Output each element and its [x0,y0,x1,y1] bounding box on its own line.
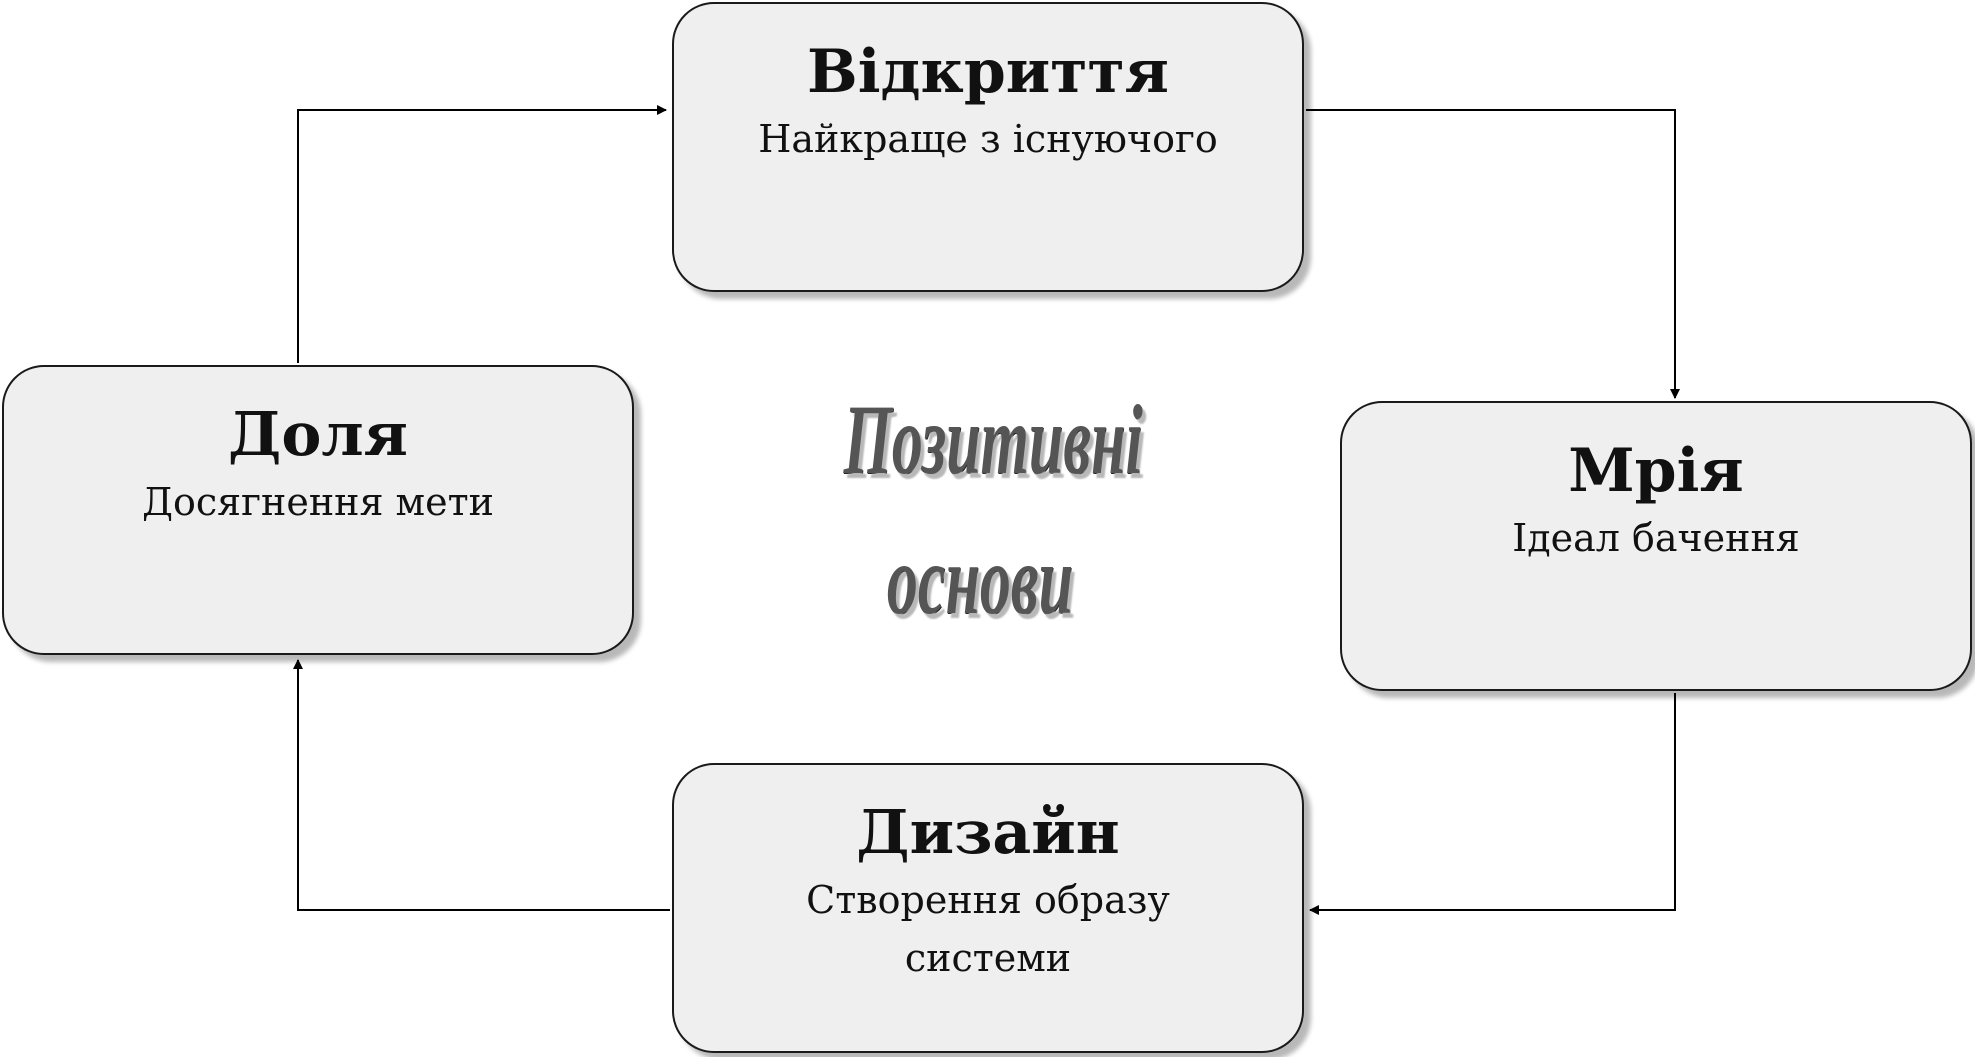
node-mriia: Мрія Ідеал бачення [1340,401,1972,691]
node-subtitle-line-1: Створення образу [806,878,1170,922]
center-label-line-2: основи [886,524,1074,635]
node-subtitle: Найкраще з існуючого [758,117,1218,161]
node-title: Доля [228,400,408,470]
node-dyzain: Дизайн Створення образу системи [672,763,1304,1053]
center-label-line-1: Позитивні [843,384,1143,495]
arrow-vidkryttia-to-mriia [1306,109,1680,399]
center-label: Позитивні основи [843,370,1143,650]
node-title: Дизайн [856,798,1120,868]
node-subtitle: Досягнення мети [142,480,494,524]
arrow-dyzain-to-dolia [293,659,670,911]
node-title: Відкриття [807,37,1169,107]
arrow-mriia-to-dyzain [1309,693,1676,915]
arrow-dolia-to-vidkryttia [297,105,667,363]
node-vidkryttia: Відкриття Найкраще з існуючого [672,2,1304,292]
node-subtitle: Створення образу системи [674,871,1302,987]
node-subtitle-line-2: системи [904,936,1072,980]
node-dolia: Доля Досягнення мети [2,365,634,655]
node-title: Мрія [1568,436,1744,506]
node-subtitle: Ідеал бачення [1512,516,1800,560]
